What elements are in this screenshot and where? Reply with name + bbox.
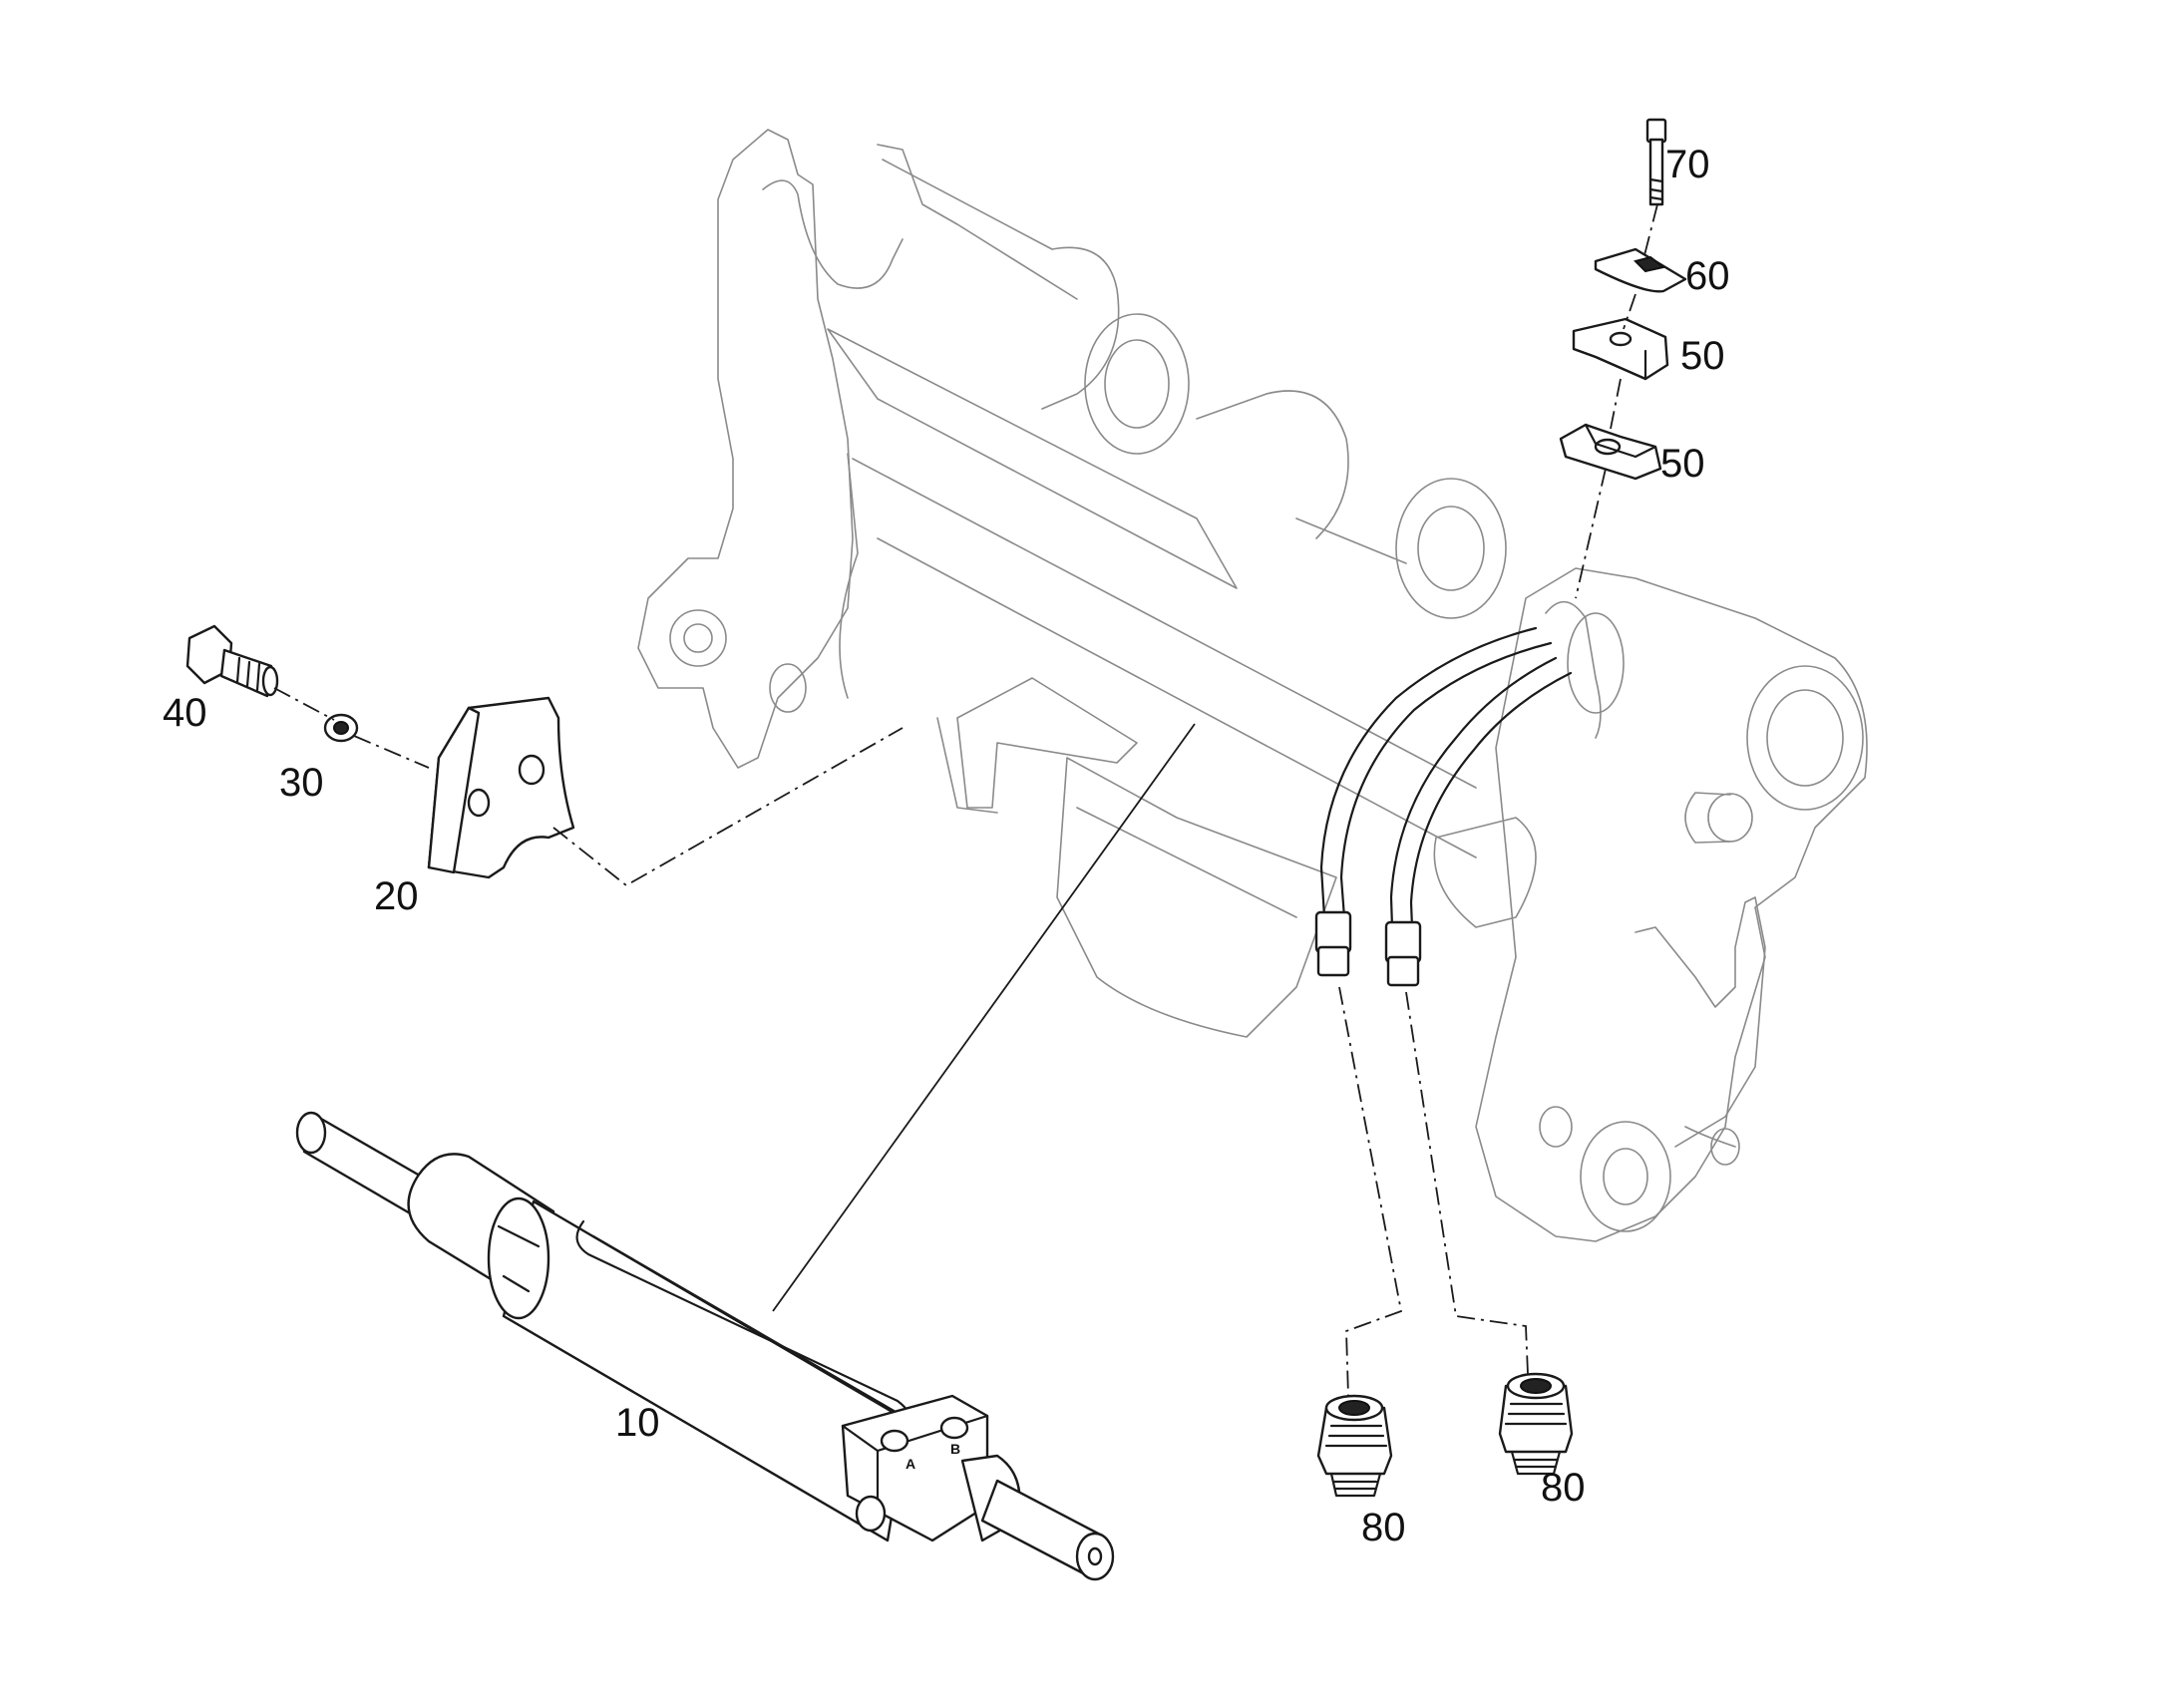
- leader-10: [772, 723, 1196, 1312]
- part-30-washer: [323, 713, 359, 743]
- callout-20: 20: [374, 874, 419, 918]
- part-50-clamp-upper: [1572, 317, 1669, 381]
- callout-70: 70: [1665, 143, 1710, 186]
- hydraulic-hoses: [1314, 626, 1573, 987]
- callout-80-left: 80: [1361, 1506, 1406, 1549]
- part-60-plate: [1594, 247, 1687, 293]
- callout-80-right: 80: [1541, 1466, 1586, 1510]
- part-80-fitting-left: [1316, 1394, 1393, 1498]
- part-50-clamp-lower: [1559, 423, 1662, 481]
- callout-labels: 10 20 30 40 50 50 60 70 80 80: [163, 143, 1730, 1549]
- port-b-label: B: [950, 1441, 960, 1457]
- part-70-bolt: [1645, 118, 1667, 206]
- part-20-plate: [427, 696, 575, 879]
- callout-60: 60: [1685, 254, 1730, 298]
- callout-50-upper: 50: [1680, 334, 1725, 378]
- part-10-hydraulic-cylinder: A B: [295, 1111, 1115, 1581]
- callout-10: 10: [615, 1401, 660, 1445]
- callout-40: 40: [163, 691, 207, 735]
- part-40-bolt: [185, 624, 279, 698]
- callout-50-lower: 50: [1660, 442, 1705, 486]
- part-80-fitting-right: [1498, 1372, 1574, 1476]
- callout-30: 30: [279, 761, 324, 805]
- assembly-lines: [273, 203, 1658, 1397]
- port-a-label: A: [906, 1456, 915, 1472]
- coupler-frame: [637, 129, 1868, 1242]
